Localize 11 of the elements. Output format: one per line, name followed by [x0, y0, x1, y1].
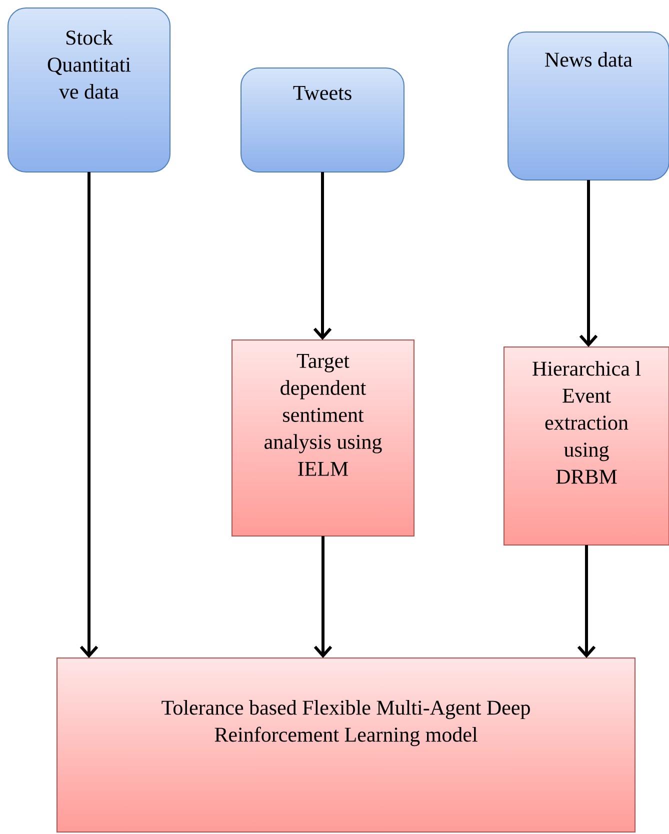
process-box: Hierarchica l Event extraction using DRBM — [504, 346, 669, 546]
process-box: Target dependent sentiment analysis using IELM — [232, 340, 414, 536]
input-box: Tweets — [240, 68, 404, 172]
arrow — [314, 536, 332, 658]
process-box: Tolerance based Flexible Multi-Agent Deep Reinforcement Learning model — [56, 658, 636, 832]
input-box: News data — [508, 32, 669, 180]
arrow — [579, 180, 598, 347]
input-box: Stock Quantitati ve data — [8, 8, 170, 172]
arrow — [80, 172, 98, 658]
arrow — [313, 172, 332, 340]
arrow — [577, 545, 596, 658]
